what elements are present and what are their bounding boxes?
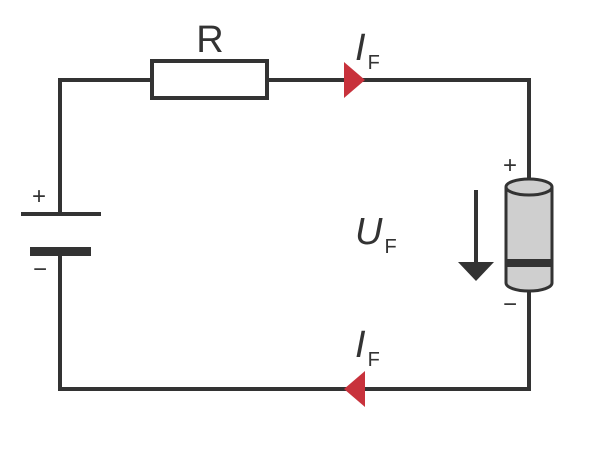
current-label-top-main: I — [355, 27, 366, 69]
resistor-label: R — [196, 19, 223, 61]
diode-plus-sign: + — [503, 152, 517, 179]
diode-top-cap — [504, 177, 554, 197]
current-label-bottom-main: I — [355, 324, 366, 366]
current-label-top-sub: F — [368, 52, 380, 74]
wire-right-bottom — [58, 250, 531, 391]
diode-cathode-band — [506, 259, 552, 267]
resistor — [150, 59, 269, 100]
voltage-label-main: U — [355, 211, 383, 253]
battery — [21, 212, 101, 256]
voltage-arrow-head — [458, 262, 494, 281]
current-label-bottom-sub: F — [368, 349, 380, 371]
battery-negative-plate — [30, 247, 91, 256]
battery-plus-sign: + — [32, 183, 46, 210]
wire-left-top — [58, 78, 154, 216]
diode-component — [504, 177, 554, 293]
voltage-label-sub: F — [384, 236, 396, 258]
battery-minus-sign: − — [33, 256, 47, 283]
circuit-wires — [58, 78, 531, 391]
voltage-arrow — [458, 190, 494, 281]
diode-minus-sign: − — [503, 291, 517, 318]
current-arrow-top — [344, 62, 365, 98]
current-arrow-bottom — [344, 371, 365, 407]
diode-body — [504, 187, 554, 293]
wire-top-right — [265, 78, 531, 186]
